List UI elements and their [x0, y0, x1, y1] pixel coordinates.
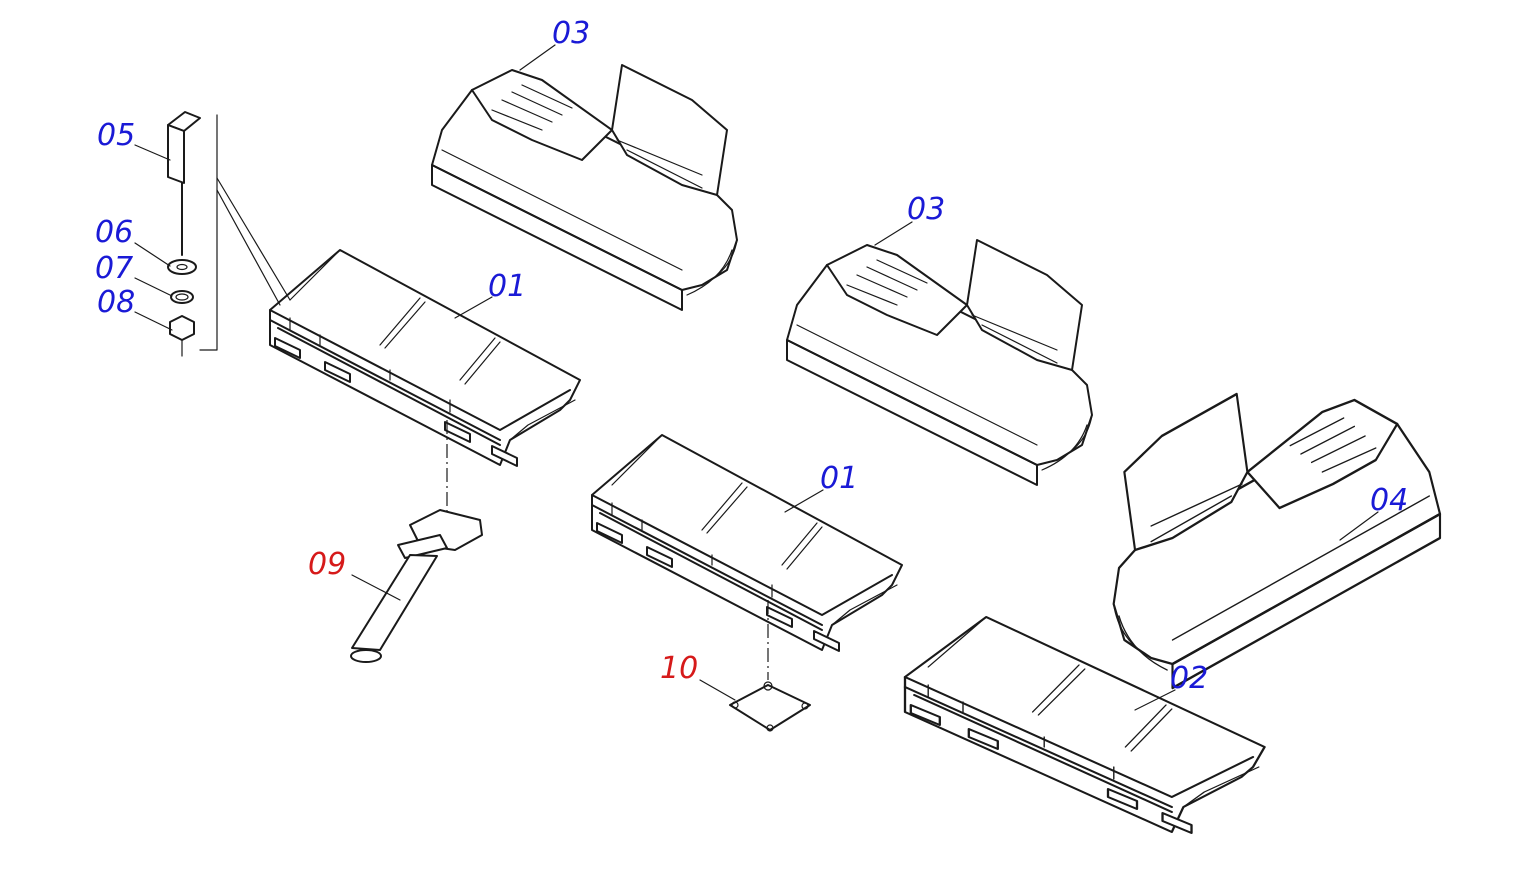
fastener-assembly [167, 111, 291, 357]
callout-08: 08 [97, 285, 135, 320]
stand-part-09 [350, 420, 483, 663]
callout-06: 06 [95, 215, 133, 250]
cabinet-part-03-top [431, 64, 738, 311]
plate-part-10 [729, 600, 811, 732]
callout-01-center: 01 [820, 461, 858, 496]
callout-07: 07 [95, 251, 133, 286]
tray-part-02 [903, 615, 1266, 835]
callout-10: 10 [660, 651, 698, 686]
callout-03-top: 03 [552, 16, 590, 51]
tray-part-01-left [269, 249, 581, 467]
callout-04: 04 [1370, 483, 1408, 518]
leader-lines [134, 44, 1379, 711]
callout-05: 05 [97, 118, 135, 153]
cabinet-part-04 [1112, 392, 1442, 690]
callout-09: 09 [308, 547, 346, 582]
callout-02: 02 [1170, 661, 1208, 696]
callout-01-left: 01 [488, 269, 526, 304]
callout-03-middle: 03 [907, 192, 945, 227]
cabinet-part-03-middle [786, 239, 1093, 486]
